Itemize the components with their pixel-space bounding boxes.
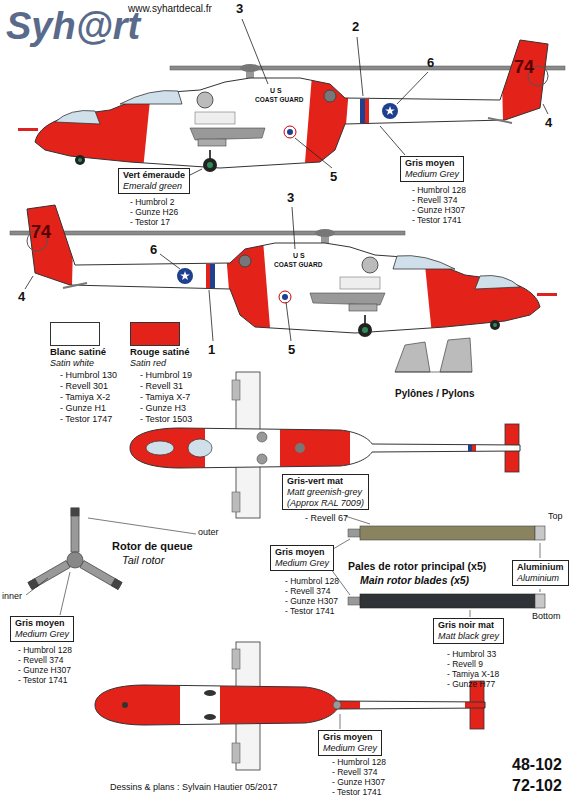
paint-name: Gris moyen (15, 618, 69, 629)
sheet-label: - Testor 1741 (412, 216, 461, 225)
paint-box: Vert émeraudeEmerald green (118, 168, 190, 194)
sheet-label: - Humbrol 19 (140, 371, 192, 381)
sheet-label: COAST GUARD (255, 96, 303, 103)
sheet-label: - Testor 1503 (140, 415, 192, 425)
legend-text: Blanc satiné (50, 347, 106, 357)
callout-number: 74 (514, 58, 534, 78)
sheet-label: - Revell 374 (285, 587, 330, 596)
sheet-label: - Humbrol 128 (18, 646, 72, 655)
sheet-label: Dessins & plans : Sylvain Hautier 05/201… (110, 783, 278, 793)
sheet-label: - Revell 374 (332, 768, 377, 777)
paint-box: Gris moyenMedium Grey (318, 730, 382, 756)
sheet-label: - Gunze H26 (130, 208, 178, 217)
paint-box: AluminiumAluminium (512, 560, 569, 586)
sheet-label: Rotor de queue (112, 540, 193, 552)
callout-number: 1 (208, 343, 215, 357)
sheet-label: - Revell 67 (305, 514, 348, 524)
sheet-label: Pales de rotor principal (x5) (348, 561, 486, 573)
paint-name-en: Medium Grey (275, 558, 329, 569)
sheet-label: - Gunze H307 (332, 778, 385, 787)
sheet-label: - Testor 1747 (60, 415, 112, 425)
paint-name-en: Matt greenish-grey (287, 487, 364, 498)
sheet-label: 48-102 (512, 756, 562, 774)
sheet-label: - Tamiya X-18 (447, 670, 499, 679)
callout-number: 4 (18, 290, 25, 304)
sheet-label: - Revell 301 (60, 382, 108, 392)
paint-box: Gris noir matMatt black grey (433, 618, 504, 644)
sheet-label: - Gunze H307 (412, 206, 465, 215)
callout-number: 3 (287, 191, 294, 205)
sheet-label: - Testor 17 (130, 218, 170, 227)
sheet-label: Main rotor blades (x5) (360, 575, 469, 587)
sheet-label: - Tamiya X-2 (60, 393, 110, 403)
color-swatch (50, 322, 100, 346)
paint-box: Gris moyenMedium Grey (10, 616, 74, 642)
callout-number: 5 (288, 343, 295, 357)
sheet-label: Bottom (532, 612, 561, 622)
sheet-label: www.syhartdecal.fr (128, 3, 212, 14)
callout-number: 4 (545, 116, 552, 130)
sheet-label: - Gunze H1 (60, 404, 106, 414)
paint-name-en: Emerald green (123, 181, 185, 192)
sheet-label: - Testor 1741 (285, 607, 334, 616)
sheet-label: - Revell 9 (447, 660, 483, 669)
sheet-label: - Gunze H77 (447, 680, 495, 689)
paint-name: Gris moyen (275, 547, 329, 558)
paint-name-en: (Approx RAL 7009) (287, 498, 364, 509)
sheet-label: - Gunze H3 (140, 404, 186, 414)
sheet-label: U S (270, 87, 282, 95)
paint-name: Vert émeraude (123, 170, 185, 181)
paint-name-en: Medium Grey (405, 169, 459, 180)
sheet-label: Tail rotor (122, 554, 164, 566)
callout-number: 6 (427, 56, 434, 70)
sheet-label: U S (293, 252, 305, 260)
sheet-label: - Gunze H307 (18, 666, 71, 675)
sheet-label: COAST GUARD (274, 261, 322, 268)
callout-number: 5 (330, 170, 337, 184)
sheet-label: Satin red (130, 359, 166, 369)
sheet-label: - Revell 374 (412, 196, 457, 205)
paint-name: Gris moyen (405, 158, 459, 169)
paint-name: Gris-vert mat (287, 476, 364, 487)
sheet-label: - Testor 1741 (18, 676, 67, 685)
sheet-label: inner (2, 592, 22, 602)
sheet-label: - Revell 31 (140, 382, 183, 392)
paint-name-en: Aluminium (517, 573, 564, 584)
callout-number: 3 (236, 2, 243, 16)
color-swatch (130, 322, 180, 346)
callout-number: 2 (352, 20, 359, 34)
sheet-label: Top (548, 512, 563, 522)
sheet-label: - Gunze H307 (285, 597, 338, 606)
sheet-label: outer (198, 528, 219, 538)
paint-name-en: Medium Grey (323, 743, 377, 754)
sheet-label: Satin white (50, 359, 94, 369)
sheet-label: - Revell 374 (18, 656, 63, 665)
paint-box: Gris moyenMedium Grey (270, 545, 334, 571)
paint-name: Aluminium (517, 562, 564, 573)
legend-text: Rouge satiné (130, 347, 190, 357)
callout-number: 6 (150, 243, 157, 257)
paint-name: Gris noir mat (438, 620, 499, 631)
sheet-label: - Testor 1741 (332, 788, 381, 797)
sheet-label: - Humbrol 130 (60, 371, 117, 381)
sheet-label: - Tamiya X-7 (140, 393, 190, 403)
paint-box: Gris moyenMedium Grey (400, 156, 464, 182)
sheet-label: Pylônes / Pylons (395, 388, 474, 399)
sheet-label: - Humbrol 33 (447, 650, 496, 659)
paint-name-en: Matt black grey (438, 631, 499, 642)
sheet-label: 72-102 (512, 777, 562, 795)
callout-number: 74 (31, 223, 51, 243)
sheet-label: - Humbrol 128 (285, 577, 339, 586)
sheet-label: - Humbrol 2 (130, 198, 174, 207)
paint-box: Gris-vert matMatt greenish-grey(Approx R… (282, 474, 369, 510)
sheet-label: Syh@rt (6, 6, 140, 48)
paint-name: Gris moyen (323, 732, 377, 743)
sheet-label: - Humbrol 128 (412, 186, 466, 195)
paint-name-en: Medium Grey (15, 629, 69, 640)
sheet-label: - Humbrol 128 (332, 758, 386, 767)
